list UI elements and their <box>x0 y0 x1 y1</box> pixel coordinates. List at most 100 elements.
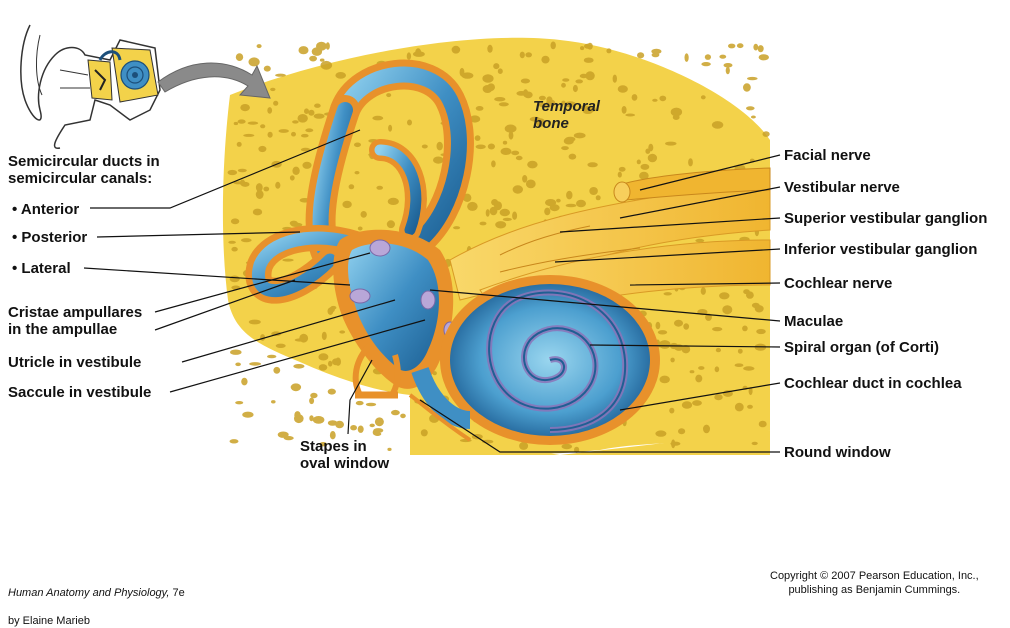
label-maculae: Maculae <box>784 313 844 330</box>
bone-pore <box>348 184 355 190</box>
credit-author: by Elaine Marieb <box>8 615 90 627</box>
bone-pore <box>235 362 241 367</box>
bone-pore <box>229 439 239 444</box>
bone-pore <box>606 48 612 54</box>
bone-pore <box>719 54 727 59</box>
bone-pore <box>360 211 367 218</box>
bone-pore <box>252 208 263 216</box>
bone-pore <box>746 106 755 111</box>
bone-pore <box>387 447 392 451</box>
pointer-arrow <box>157 62 271 99</box>
bone-pore <box>270 87 276 92</box>
bone-pore <box>479 221 487 226</box>
bone-pore <box>576 199 586 208</box>
label-spiral-organ: Spiral organ (of Corti) <box>784 339 939 356</box>
bone-pore <box>357 226 363 231</box>
bone-pore <box>247 121 259 125</box>
stapes <box>352 342 401 399</box>
bone-pore <box>237 168 247 173</box>
bone-pore <box>237 119 246 124</box>
bone-pore <box>321 331 327 341</box>
bone-pore <box>355 400 364 406</box>
label-cochlear-nerve: Cochlear nerve <box>784 275 893 292</box>
bone-pore <box>469 115 481 123</box>
bone-pore <box>271 400 276 404</box>
bone-pore <box>565 136 576 142</box>
bone-pore <box>561 146 569 151</box>
bone-pore <box>725 66 730 75</box>
bone-pore <box>519 441 529 450</box>
label-vestibular-nerve: Vestibular nerve <box>784 179 900 196</box>
bone-pore <box>757 45 764 53</box>
bone-pore <box>497 68 503 74</box>
bone-pore <box>275 73 286 77</box>
bone-pore <box>298 46 309 55</box>
bone-pore <box>495 221 507 229</box>
bone-pore <box>519 51 525 59</box>
bone-pore <box>243 133 255 137</box>
bone-pore <box>282 258 294 262</box>
bone-pore <box>538 102 547 108</box>
bone-pore <box>406 52 412 60</box>
bone-pore <box>263 186 270 192</box>
bone-pore <box>299 333 309 343</box>
bone-pore <box>255 190 264 199</box>
label-posterior: • Posterior <box>12 229 88 246</box>
bone-pore <box>538 95 546 101</box>
bone-pore <box>278 129 289 133</box>
bone-pore <box>309 55 317 62</box>
bone-pore <box>485 209 490 217</box>
bone-pore <box>420 429 428 437</box>
bone-pore <box>387 197 399 205</box>
bone-pore <box>712 327 723 332</box>
bone-pore <box>260 124 266 129</box>
bone-pore <box>354 171 360 175</box>
bone-pore <box>695 374 703 383</box>
bone-pore <box>231 246 238 252</box>
bone-pore <box>564 101 577 108</box>
inner-ear-illustration <box>20 24 781 455</box>
credit-book: Human Anatomy and Physiology, 7e by Elai… <box>8 572 185 628</box>
bone-pore <box>734 363 744 368</box>
bone-pore <box>275 343 286 348</box>
bone-pore <box>589 187 598 195</box>
bone-pore <box>714 394 723 401</box>
bone-pore <box>248 57 260 67</box>
bone-pore <box>319 442 328 447</box>
bone-pore <box>756 328 766 335</box>
bone-pore <box>312 416 325 424</box>
bone-pore <box>566 190 573 200</box>
bone-pore <box>391 409 400 416</box>
bone-pore <box>659 95 667 102</box>
label-temporal-bone: Temporal bone <box>533 98 600 132</box>
bone-pore <box>527 160 538 169</box>
bone-pore <box>585 71 595 81</box>
bone-pore <box>595 195 601 201</box>
bone-pore <box>700 95 706 100</box>
bone-pore <box>612 74 617 83</box>
bone-pore <box>743 83 751 92</box>
bone-pore <box>631 94 638 101</box>
bone-pore <box>747 76 758 81</box>
bone-pore <box>758 54 769 61</box>
bone-pore <box>318 353 329 361</box>
bone-pore <box>762 131 770 137</box>
bone-pore <box>327 388 336 395</box>
bone-pore <box>665 141 677 146</box>
bone-pore <box>494 201 502 211</box>
bone-pore <box>645 148 651 154</box>
bone-pore <box>698 366 705 370</box>
bone-pore <box>474 135 481 141</box>
label-lateral: • Lateral <box>12 260 71 277</box>
bone-pore <box>451 45 461 54</box>
bone-pore <box>689 370 695 374</box>
bone-pore <box>230 349 242 355</box>
label-saccule: Saccule in vestibule <box>8 384 152 401</box>
bone-pore <box>535 118 546 127</box>
bone-pore <box>561 443 573 450</box>
bone-pore <box>491 160 496 168</box>
bone-pore <box>400 413 406 419</box>
bone-pore <box>376 185 384 190</box>
bone-pore <box>294 411 301 420</box>
bone-pore <box>292 120 299 124</box>
